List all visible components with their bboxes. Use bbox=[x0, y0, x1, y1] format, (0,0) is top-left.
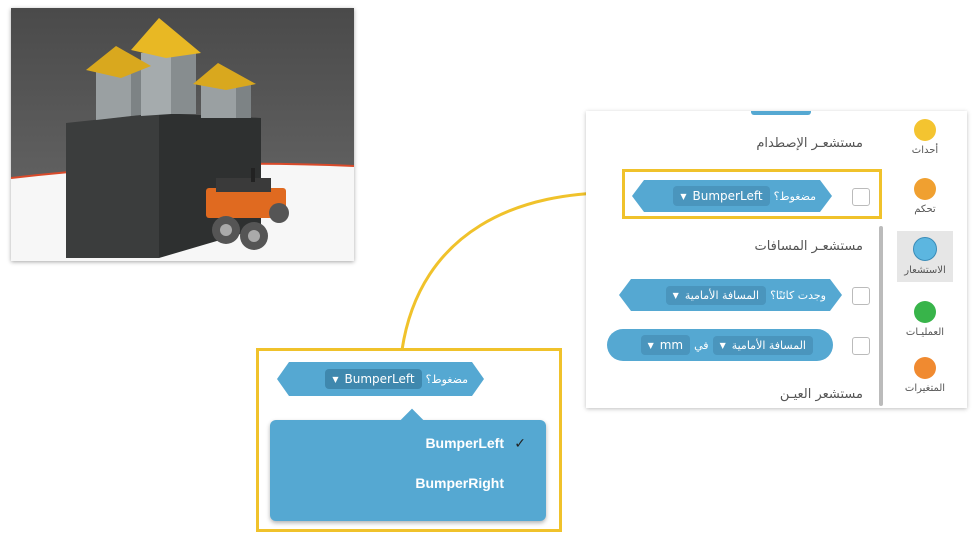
variables-dot-icon bbox=[914, 357, 936, 379]
bumper-dropdown-open[interactable]: ▼ BumperLeft bbox=[325, 369, 421, 389]
distance-dropdown[interactable]: ▼ المسافة الأمامية bbox=[712, 335, 813, 355]
category-events[interactable]: أحداث bbox=[897, 119, 953, 156]
dropdown-arrow-icon: ▼ bbox=[647, 340, 654, 350]
bumper-pressed-block-enlarged[interactable]: مضغوط؟ ▼ BumperLeft bbox=[277, 362, 484, 396]
category-label: تحكم bbox=[914, 204, 936, 215]
block-text: وجدت كائنًا؟ bbox=[770, 288, 826, 302]
block-fragment bbox=[751, 111, 811, 115]
dropdown-value: BumperLeft bbox=[692, 189, 763, 203]
vr-scene-view bbox=[11, 8, 354, 261]
sensing-dot-icon bbox=[913, 237, 937, 261]
highlight-box-popup bbox=[256, 348, 562, 532]
dropdown-value: mm bbox=[659, 338, 684, 352]
category-label: العمليـات bbox=[905, 327, 945, 338]
dropdown-arrow-icon: ▼ bbox=[672, 290, 679, 300]
block-text: مضغوط؟ bbox=[425, 372, 468, 386]
menu-item-bumper-left[interactable]: BumperLeft bbox=[425, 435, 504, 451]
highlight-box-panel bbox=[622, 169, 882, 219]
category-variables[interactable]: المتغيرات bbox=[897, 357, 953, 394]
checkmark-icon: ✓ bbox=[514, 436, 526, 452]
section-title-distance: مستشعـر المسافات bbox=[754, 239, 863, 254]
category-label: المتغيرات bbox=[904, 383, 946, 394]
scene-graphic bbox=[11, 18, 354, 261]
category-label: الاستشعار bbox=[904, 265, 946, 276]
section-title-eye: مستشعر العيـن bbox=[779, 387, 863, 402]
menu-item-bumper-right[interactable]: BumperRight bbox=[415, 475, 504, 491]
dropdown-value: BumperLeft bbox=[344, 372, 415, 386]
category-control[interactable]: تحكم bbox=[897, 178, 953, 215]
category-operators[interactable]: العمليـات bbox=[897, 301, 953, 338]
control-dot-icon bbox=[914, 178, 936, 200]
section-title-bumper: مستشعـر الإصطدام bbox=[756, 136, 863, 151]
category-label: أحداث bbox=[911, 145, 939, 156]
events-dot-icon bbox=[914, 119, 936, 141]
distance-dropdown[interactable]: ▼ المسافة الأمامية bbox=[666, 286, 766, 305]
dropdown-arrow-icon: ▼ bbox=[680, 191, 687, 201]
bumper-pressed-block[interactable]: مضغوط؟ ▼ BumperLeft bbox=[632, 180, 832, 212]
dropdown-value: المسافة الأمامية bbox=[684, 288, 760, 302]
dropdown-menu: ✓ BumperLeft BumperRight bbox=[270, 420, 546, 521]
unit-dropdown[interactable]: ▼ mm bbox=[640, 335, 691, 355]
distance-found-checkbox[interactable] bbox=[852, 287, 870, 305]
dropdown-arrow-icon: ▼ bbox=[332, 374, 339, 384]
palette-scrollbar[interactable] bbox=[879, 226, 883, 406]
bumper-checkbox[interactable] bbox=[852, 188, 870, 206]
block-text: في bbox=[694, 338, 709, 352]
bumper-dropdown[interactable]: ▼ BumperLeft bbox=[673, 186, 769, 206]
dropdown-value: المسافة الأمامية bbox=[731, 338, 806, 352]
dropdown-arrow-icon: ▼ bbox=[719, 340, 726, 350]
distance-value-block[interactable]: ▼ المسافة الأمامية في ▼ mm bbox=[607, 329, 833, 361]
category-sensing[interactable]: الاستشعار bbox=[897, 231, 953, 282]
blocks-palette: أحداث تحكم الاستشعار العمليـات المتغيرات… bbox=[586, 111, 967, 408]
distance-found-block[interactable]: وجدت كائنًا؟ ▼ المسافة الأمامية bbox=[619, 279, 842, 311]
block-text: مضغوط؟ bbox=[773, 189, 816, 203]
category-list: أحداث تحكم الاستشعار العمليـات المتغيرات bbox=[885, 111, 967, 408]
distance-value-checkbox[interactable] bbox=[852, 337, 870, 355]
operators-dot-icon bbox=[914, 301, 936, 323]
